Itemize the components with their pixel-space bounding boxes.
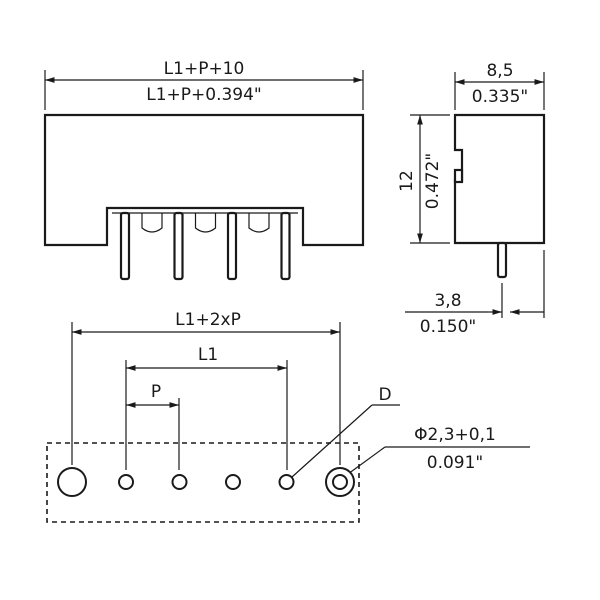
height-mm-label: 12 (397, 170, 417, 192)
pin-holes-group (118, 474, 348, 490)
l1-label: L1 (198, 345, 218, 365)
mount-hole-leader-line (347, 446, 386, 475)
side-depth-in-label: 0.335" (472, 87, 529, 107)
board-outline (46, 442, 360, 523)
connector-pin (226, 211, 238, 281)
pitch-label: P (151, 382, 161, 402)
pin-hole (118, 474, 134, 490)
side-view: 8,5 0.335" 12 0.472" 3,8 0.150" (397, 61, 546, 337)
housing-outline (43, 113, 365, 247)
d-leader-line (291, 404, 373, 478)
side-depth-mm-label: 8,5 (486, 61, 513, 81)
mount-hole-left (57, 467, 87, 497)
pin-hole (332, 474, 348, 490)
connector-pin (173, 211, 184, 281)
pin-offset-in-label: 0.150" (420, 317, 477, 337)
pin-hole (225, 474, 241, 490)
side-housing-outline (453, 113, 546, 245)
socket-cavity (141, 213, 163, 233)
mount-hole-mm-label: Φ2,3+0,1 (414, 425, 496, 445)
height-in-label: 0.472" (423, 153, 443, 210)
connector-pin (119, 211, 131, 281)
mount-hole-in-label: 0.091" (427, 453, 484, 473)
footprint-view: L1+2xP L1 P D Φ2,3+0,1 0.091" (46, 310, 530, 523)
overall-pitch-label: L1+2xP (175, 310, 241, 330)
connector-pin (280, 211, 291, 281)
pins-group (119, 211, 291, 281)
hole-d-label: D (378, 385, 391, 405)
front-width-in-label: L1+P+0.394" (146, 85, 262, 105)
pin-hole (171, 474, 188, 490)
socket-cavity (248, 213, 270, 233)
socket-cavity (194, 213, 217, 233)
pin-hole (278, 474, 295, 490)
side-pin (496, 241, 508, 279)
front-view: L1+P+10 L1+P+0.394" (43, 59, 365, 281)
side-latch (453, 168, 464, 184)
pin-offset-mm-label: 3,8 (434, 291, 461, 311)
front-width-mm-label: L1+P+10 (164, 59, 245, 79)
